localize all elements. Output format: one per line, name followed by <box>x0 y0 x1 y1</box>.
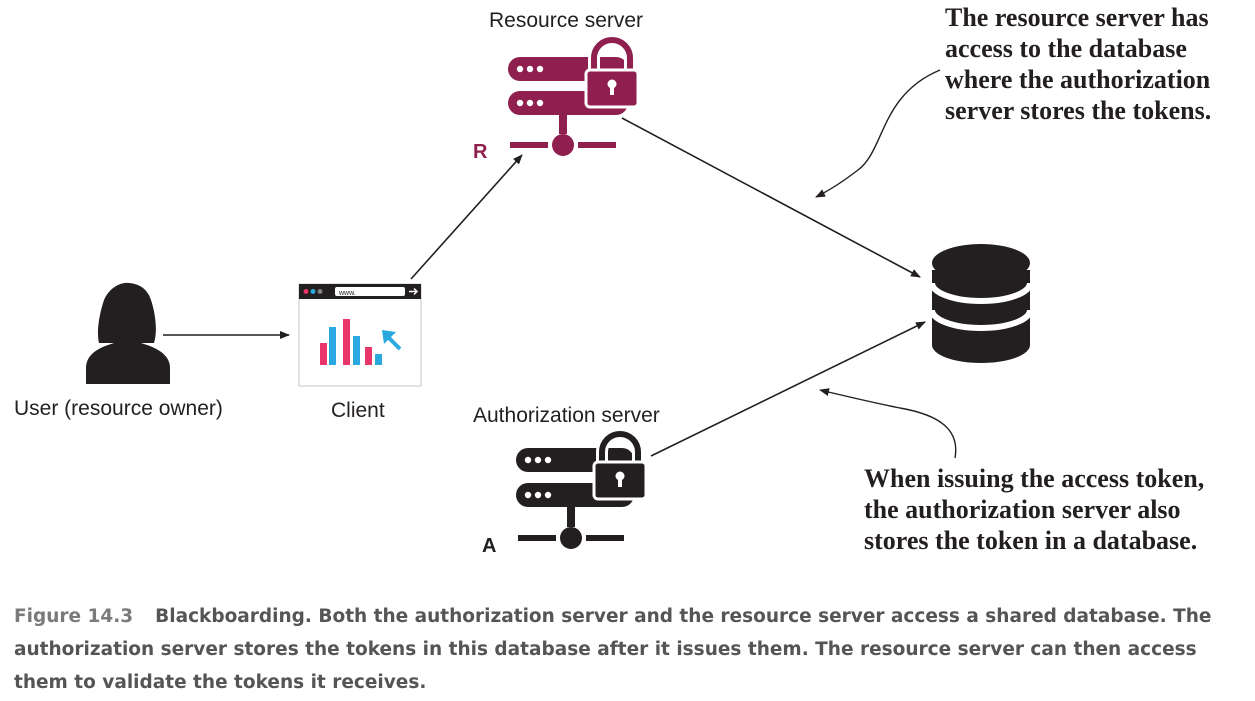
authorization-server-note: When issuing the access token, the autho… <box>864 463 1204 556</box>
chart-bar <box>329 327 336 365</box>
authorization-server-letter: A <box>482 535 497 557</box>
database-icon <box>929 244 1033 363</box>
authorization-server-icon <box>516 428 648 549</box>
browser-chart-icon: www. <box>298 283 422 387</box>
chart-bar <box>320 343 327 365</box>
note-line: access to the database <box>945 34 1187 63</box>
annotation-arrow-auth-note <box>819 388 957 459</box>
chart-bar <box>343 319 350 365</box>
arrow-auth-server-to-database <box>650 321 926 457</box>
chart-bar <box>353 336 360 365</box>
cursor-arrow-icon <box>382 330 402 351</box>
note-line: When issuing the access token, <box>864 464 1205 493</box>
arrow-resource-server-to-database <box>621 117 921 278</box>
note-line: stores the token in a database. <box>864 526 1198 555</box>
annotation-arrow-resource-note <box>815 69 941 198</box>
arrow-client-to-resource-server <box>410 154 523 280</box>
resource-server-letter: R <box>473 141 488 163</box>
authorization-server-label: Authorization server <box>473 404 660 427</box>
note-line: The resource server has <box>945 3 1209 32</box>
note-line: where the authorization <box>945 65 1211 94</box>
browser-url: www. <box>338 290 356 297</box>
resource-server-label: Resource server <box>489 9 644 32</box>
lock-icon <box>584 34 640 109</box>
note-line: the authorization server also <box>864 495 1181 524</box>
client-label: Client <box>331 399 385 422</box>
user-icon <box>86 282 170 384</box>
note-line: server stores the tokens. <box>945 96 1212 125</box>
resource-server-note: The resource server has access to the da… <box>945 2 1211 126</box>
chart-bar <box>365 347 372 365</box>
user-label: User (resource owner) <box>14 397 223 420</box>
resource-server-icon <box>508 34 640 156</box>
figure-number: Figure 14.3 <box>14 606 134 627</box>
caption-text: Blackboarding. Both the authorization se… <box>14 606 1212 693</box>
chart-bar <box>375 354 382 365</box>
lock-icon <box>592 428 648 501</box>
